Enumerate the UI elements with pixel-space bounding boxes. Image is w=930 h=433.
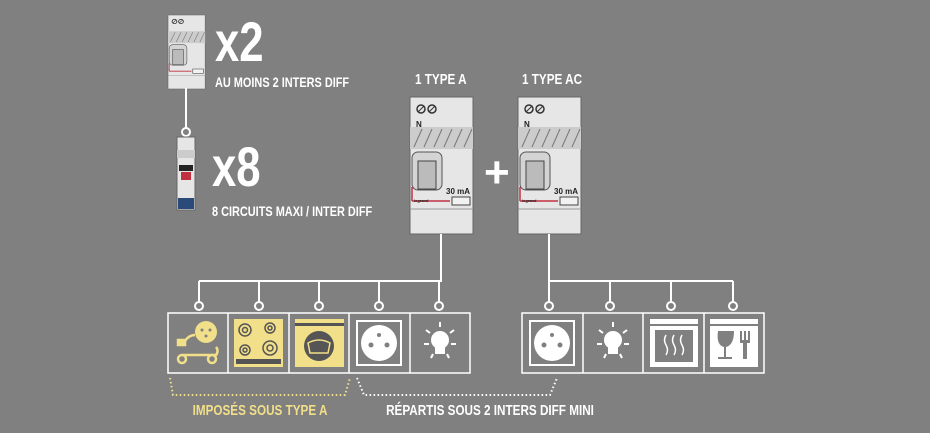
socket-icon — [529, 320, 575, 366]
rcd-caption: AU MOINS 2 INTERS DIFF — [215, 74, 350, 90]
rcd-count: x2 — [215, 10, 264, 73]
circuit-count: x8 — [212, 135, 261, 198]
plus-sign: + — [484, 148, 510, 197]
small-rcd-icon — [167, 14, 206, 90]
dishwasher-icon — [710, 319, 758, 367]
socket-icon — [356, 320, 402, 366]
light-bulb-icon — [424, 322, 456, 359]
type-a-label: 1 TYPE A — [415, 71, 467, 88]
washing-machine-icon — [295, 319, 344, 367]
light-bulb-icon — [597, 322, 629, 359]
rcd-type-a — [409, 96, 474, 235]
connection-nodes — [194, 301, 738, 311]
brand-label: legrand — [414, 198, 429, 203]
circuit-breaker-icon — [176, 136, 196, 211]
neutral-label: N — [524, 120, 530, 129]
oven-icon — [650, 319, 698, 367]
cooktop-icon — [234, 319, 283, 367]
brand-label: legrand — [522, 198, 537, 203]
rating-label: 30 mA — [446, 187, 471, 196]
circuit-caption: 8 CIRCUITS MAXI / INTER DIFF — [212, 203, 373, 219]
type-a-caption: IMPOSÉS SOUS TYPE A — [192, 402, 328, 419]
ev-charger-icon — [176, 321, 219, 365]
neutral-label: N — [416, 120, 422, 129]
split-caption: RÉPARTIS SOUS 2 INTERS DIFF MINI — [386, 402, 594, 419]
rating-label: 30 mA — [554, 187, 579, 196]
split-bracket — [356, 377, 558, 396]
type-a-bracket — [169, 377, 351, 396]
rcd-type-ac — [517, 96, 582, 235]
type-ac-label: 1 TYPE AC — [522, 71, 583, 88]
